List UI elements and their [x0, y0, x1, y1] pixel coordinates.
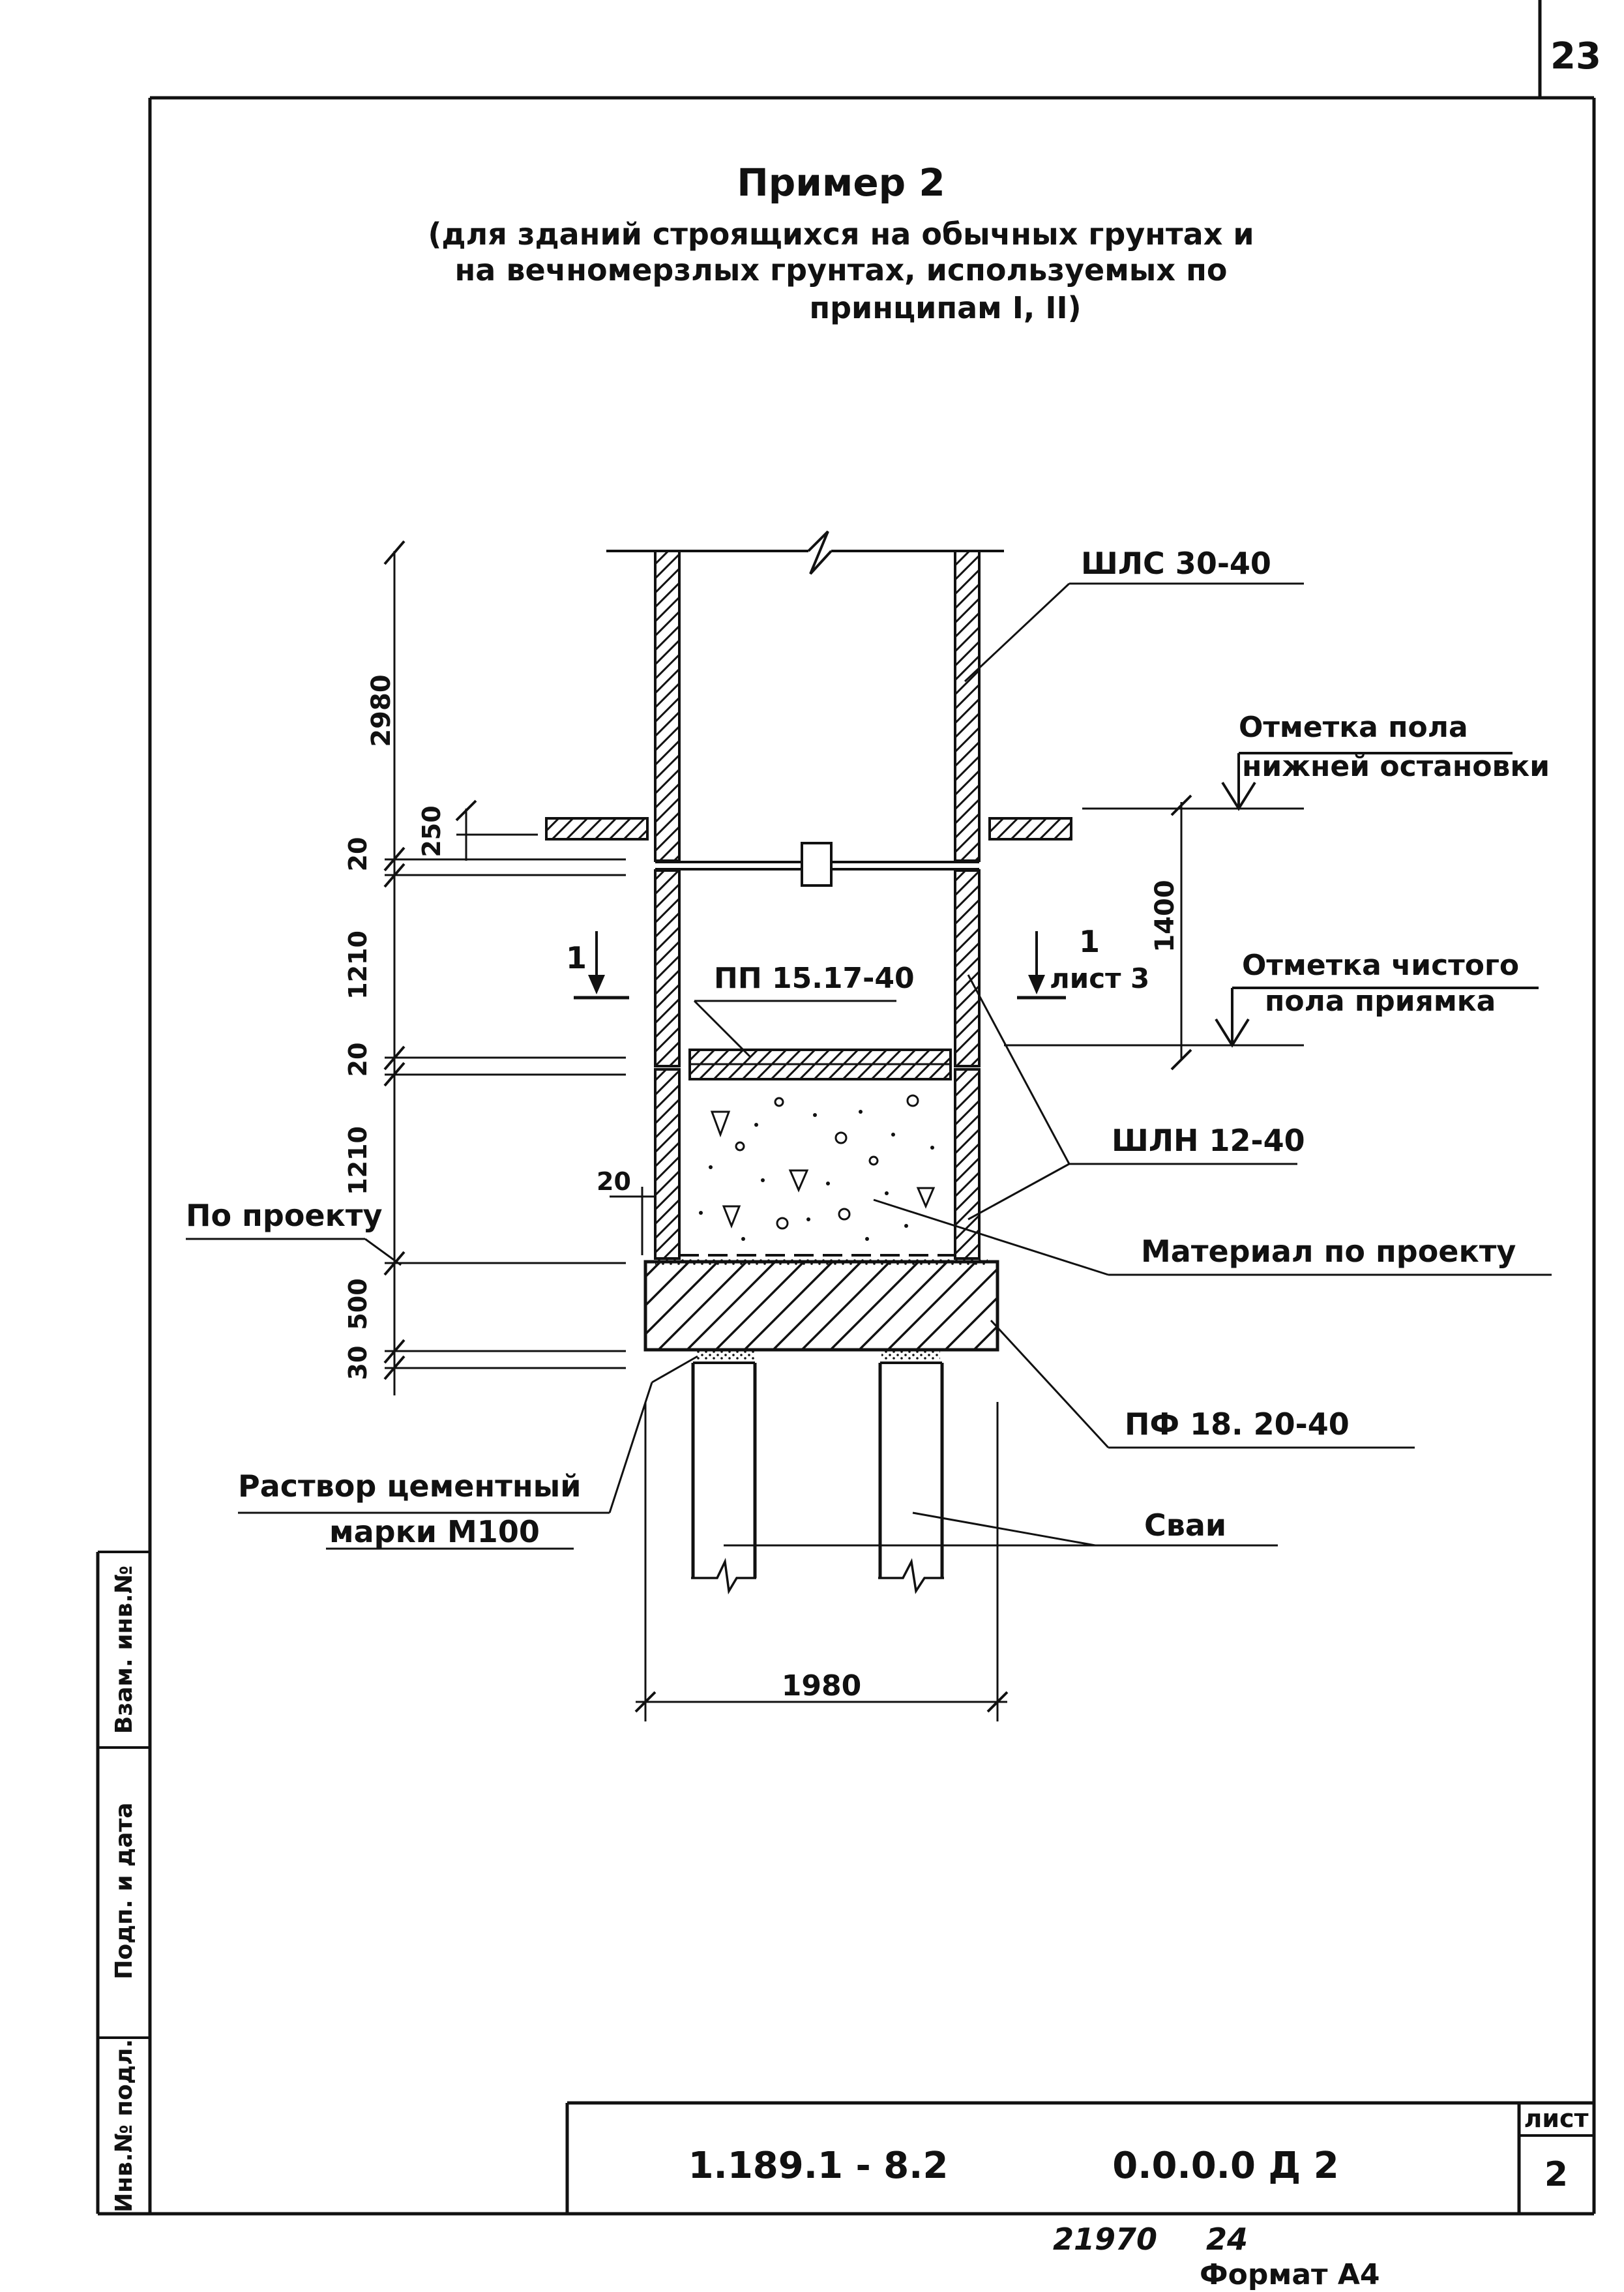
page-title: Пример 2: [737, 160, 945, 205]
dimension-1980: [634, 1402, 1009, 1721]
wall-thickness-dim: [610, 1187, 657, 1255]
dim-20-top: 20: [344, 837, 372, 872]
upper-shaft-block: [606, 530, 1004, 862]
section-sheet-reference: лист 3: [1050, 962, 1149, 994]
sheet-frame: [98, 0, 1596, 2216]
left-dimension-chain: [383, 540, 626, 1395]
paper-format: Формат А4: [1200, 2258, 1380, 2291]
leader-foundation: [990, 1319, 1415, 1449]
dim-2980: 2980: [366, 674, 396, 747]
label-per-project: По проекту: [186, 1198, 383, 1233]
subtitle-line-3: принципам I, II): [809, 290, 1081, 325]
side-stamp: [96, 1551, 150, 2214]
label-pit-clean-floor-1: Отметка чистого: [1242, 949, 1519, 982]
doc-number: 0.0.0.0 Д 2: [1112, 2145, 1339, 2187]
dim-1980: 1980: [782, 1669, 861, 1703]
leader-fill-material: [873, 1198, 1552, 1276]
level-mark-lower-stop: [1221, 752, 1513, 811]
subtitle-line-2: на вечномерзлых грунтах, используемых по: [455, 252, 1228, 288]
title-block: [565, 2101, 1594, 2214]
label-pit-clean-floor-2: пола приямка: [1265, 985, 1496, 1018]
dim-500: 500: [344, 1278, 372, 1330]
pit-floor-slab: [688, 1049, 952, 1080]
label-mortar-2: марки М100: [329, 1514, 540, 1549]
dim-20-mid: 20: [344, 1043, 372, 1077]
sheet-label: лист: [1524, 2104, 1588, 2133]
label-mortar-1: Раствор цементный: [238, 1468, 581, 1504]
order-number: 21970: [1053, 2222, 1157, 2257]
leader-shaft-upper: [964, 582, 1304, 683]
joint-1: [655, 842, 979, 887]
doc-code: 1.189.1 - 8.2: [688, 2145, 949, 2187]
dim-30: 30: [344, 1346, 372, 1380]
leader-floor-slab: [693, 1000, 896, 1058]
leader-piles: [724, 1511, 1278, 1547]
label-fill-material: Материал по проекту: [1141, 1234, 1516, 1269]
section-mark-left: [574, 931, 629, 1000]
middle-shaft-block: [654, 869, 981, 1067]
dim-1210-bottom: 1210: [344, 1126, 372, 1195]
stamp-vzam-inv: Взам. инв.№: [111, 1566, 138, 1734]
sheet-value: 2: [1544, 2155, 1568, 2194]
landing-slabs: [545, 817, 1072, 841]
dim-1400: 1400: [1150, 880, 1180, 952]
sheet-number: 23: [1550, 35, 1601, 78]
section-mark-right-number: 1: [1079, 924, 1100, 959]
section-mark-left-number: 1: [566, 940, 587, 975]
leader-shaft-lower: [967, 974, 1297, 1221]
label-foundation: ПФ 18. 20-40: [1125, 1406, 1350, 1442]
label-shaft-lower: ШЛН 12-40: [1112, 1123, 1305, 1158]
stamp-inv-podl: Инв.№ подл.: [111, 2039, 138, 2212]
section-mark-right: [1017, 931, 1066, 1000]
foundation-plate: [643, 1258, 999, 1352]
stamp-podp-data: Подп. и дата: [111, 1802, 138, 1979]
label-shaft-upper: ШЛС 30-40: [1081, 546, 1271, 581]
fill-material-symbols: [699, 1094, 936, 1241]
leader-per-project: [186, 1238, 402, 1266]
dim-250: 250: [417, 805, 446, 857]
copy-number: 24: [1206, 2222, 1248, 2257]
dim-1210-top: 1210: [344, 930, 372, 1000]
label-floor-lower-stop-1: Отметка пола: [1239, 711, 1468, 744]
dimension-1400: [1004, 794, 1304, 1071]
subtitle-line-1: (для зданий строящихся на обычных грунта…: [428, 216, 1254, 252]
piles: [691, 1351, 944, 1595]
lower-shaft-block: [654, 1068, 981, 1260]
level-mark-pit-floor: [1215, 987, 1539, 1048]
dim-20-wall: 20: [597, 1167, 631, 1196]
label-floor-lower-stop-2: нижней остановки: [1242, 750, 1550, 783]
label-floor-slab: ПП 15.17-40: [714, 962, 915, 995]
label-piles: Сваи: [1144, 1508, 1226, 1543]
